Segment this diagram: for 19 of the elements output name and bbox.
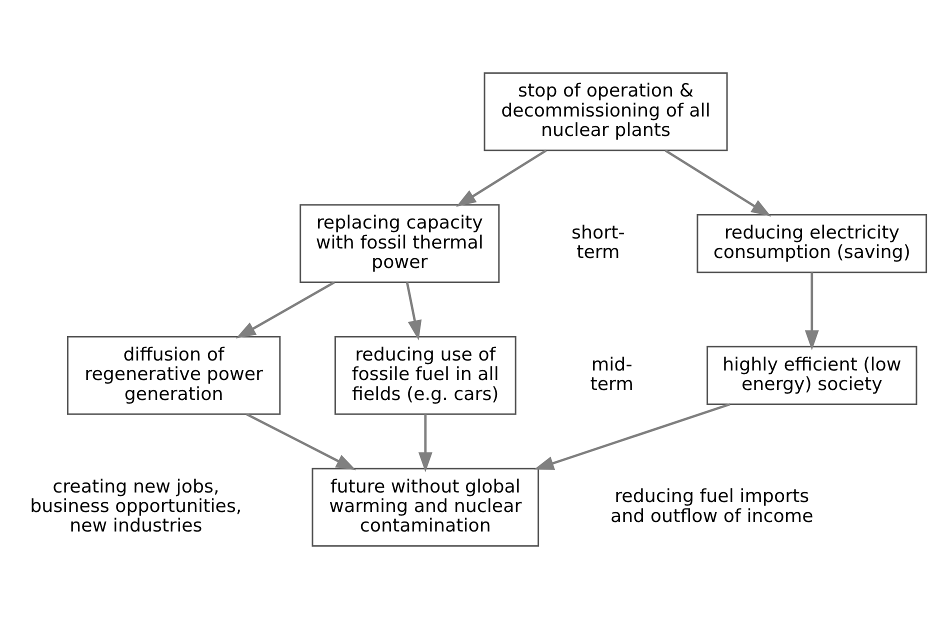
arrow (664, 149, 772, 217)
node-box: highly efficient (low energy) society (706, 346, 918, 405)
arrow (418, 414, 432, 472)
node-box: reducing use of fossile fuel in all fields (e.g. cars) (334, 336, 516, 415)
label: reducing fuel imports and outflow of income (610, 486, 814, 527)
arrow (246, 413, 356, 470)
arrow (534, 403, 730, 470)
node-box: diffusion of regenerative power generation (66, 336, 281, 415)
arrow (236, 281, 335, 339)
arrow (804, 272, 819, 350)
node-box: stop of operation & decommissioning of all nuclear plants (484, 72, 728, 152)
label: mid-term (590, 354, 634, 395)
node-box: future without global warming and nuclear contamination (312, 468, 540, 547)
label: creating new jobs, business opportunities, new industries (30, 476, 242, 537)
node-box: replacing capacity with fossil thermal power (300, 204, 500, 283)
arrow (406, 282, 422, 340)
arrow (456, 149, 547, 207)
label: short-term (572, 222, 625, 264)
node-box: reducing electricity consumption (saving) (696, 214, 928, 274)
